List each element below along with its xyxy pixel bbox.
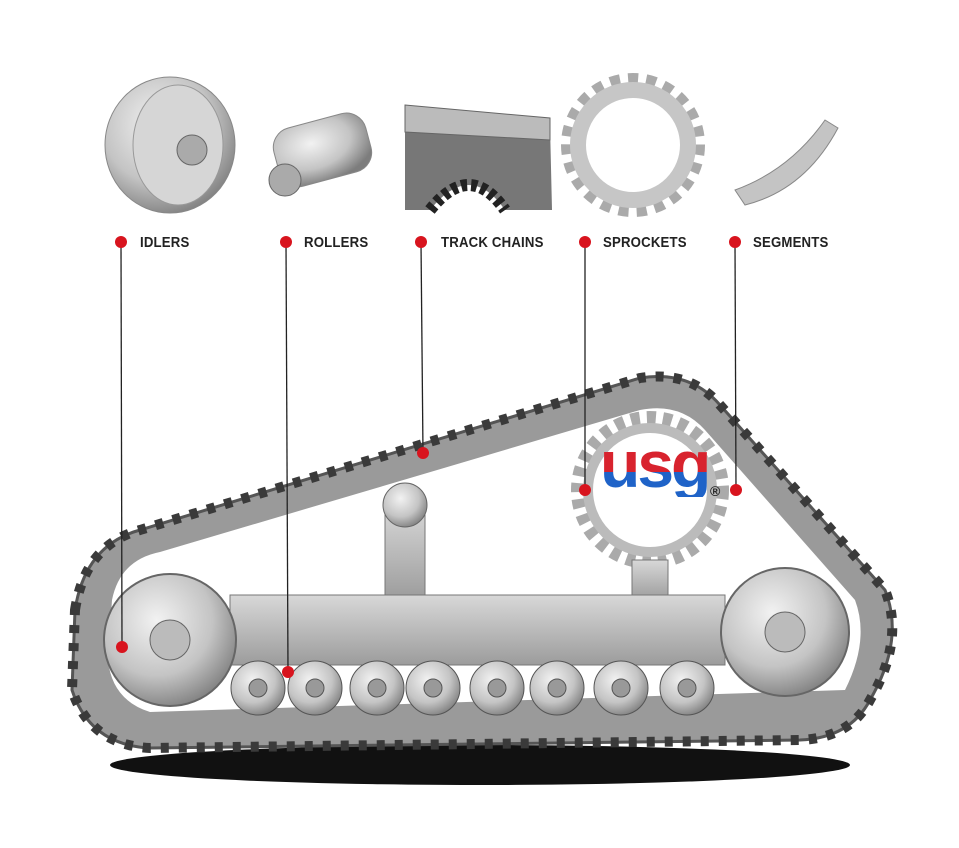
- sprocket: [571, 411, 729, 601]
- sprockets-marker: [579, 484, 591, 496]
- track-frame: [229, 594, 726, 666]
- callout-lines: [120, 241, 737, 673]
- track-rollers: [230, 660, 715, 716]
- track-chains-marker: [417, 447, 429, 459]
- idlers-marker: [116, 641, 128, 653]
- track-links: [66, 371, 898, 754]
- label-segments: SEGMENTS: [753, 234, 829, 251]
- front-idler: [103, 573, 237, 707]
- roller-hub: [611, 678, 631, 698]
- sprockets-bullet: [579, 236, 591, 248]
- roller-hub: [305, 678, 325, 698]
- track-chain-product-image: [404, 104, 552, 214]
- logo-wordmark: usg: [600, 427, 711, 501]
- idlers-bullet: [115, 236, 127, 248]
- usg-logo: usg ®: [600, 431, 720, 515]
- rollers-bullet: [280, 236, 292, 248]
- label-sprockets: SPROCKETS: [603, 234, 687, 251]
- registered-mark: ®: [710, 483, 721, 499]
- roller-product-image: [268, 112, 373, 197]
- roller-hub: [677, 678, 697, 698]
- roller-hub: [487, 678, 507, 698]
- ground-shadow: [110, 745, 850, 785]
- label-rollers: ROLLERS: [304, 234, 369, 251]
- carrier-roller: [382, 482, 428, 528]
- rollers-marker: [282, 666, 294, 678]
- roller-hub: [248, 678, 268, 698]
- roller-hub: [547, 678, 567, 698]
- label-track-chains: TRACK CHAINS: [441, 234, 544, 251]
- track-chains-bullet: [415, 236, 427, 248]
- sprocket-product-image: [561, 73, 705, 217]
- segment-product-image: [734, 119, 839, 206]
- segments-bullet: [729, 236, 741, 248]
- idler-product-image: [104, 76, 236, 214]
- rear-idler: [720, 567, 850, 697]
- roller-hub: [367, 678, 387, 698]
- label-idlers: IDLERS: [140, 234, 190, 251]
- segments-marker: [730, 484, 742, 496]
- roller-hub: [423, 678, 443, 698]
